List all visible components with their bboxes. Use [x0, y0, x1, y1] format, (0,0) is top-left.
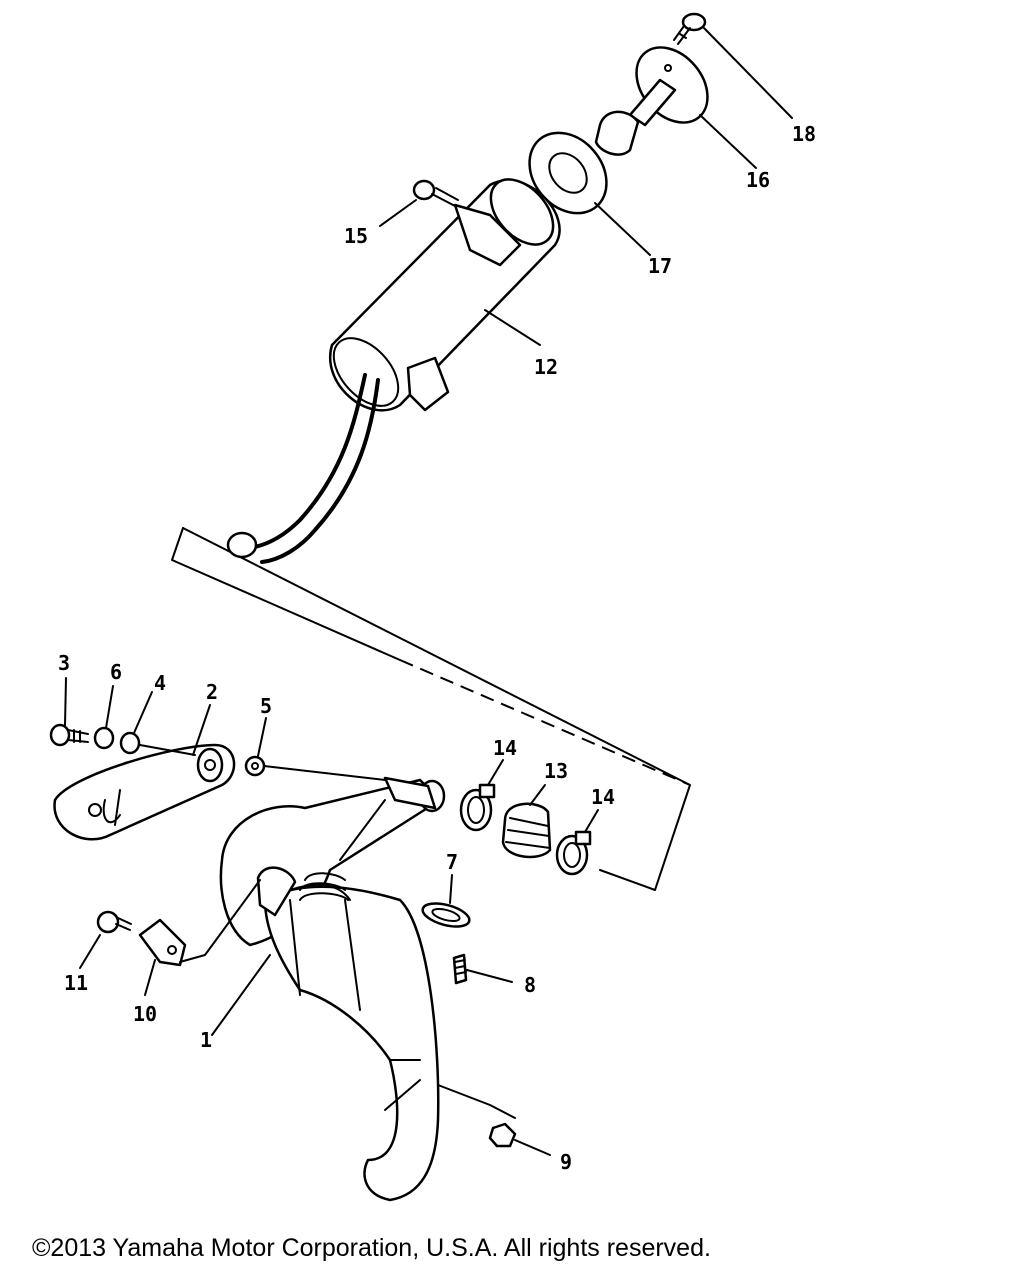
part-5-washer [244, 717, 386, 781]
part-16-end-cap [594, 46, 757, 169]
callout-16: 16 [745, 168, 771, 192]
callout-5: 5 [259, 694, 273, 718]
callout-9: 9 [559, 1150, 573, 1174]
part-14-clamp-left [459, 759, 504, 832]
callout-4: 4 [153, 671, 167, 695]
exhaust-exploded-diagram [49, 12, 793, 1202]
callout-3: 3 [57, 651, 71, 675]
callout-14-left: 14 [492, 736, 518, 760]
part-13-joint [501, 784, 552, 859]
callout-1: 1 [199, 1028, 213, 1052]
part-8-stud [452, 953, 513, 985]
part-15-bolt [379, 179, 459, 227]
part-3-bolt [49, 677, 89, 747]
part-17-gasket [528, 131, 651, 256]
part-10-plate [138, 879, 261, 996]
copyright-notice: ©2013 Yamaha Motor Corporation, U.S.A. A… [32, 1234, 711, 1262]
part-14-clamp-right [555, 809, 599, 876]
part-4-nut [119, 691, 196, 756]
callout-12: 12 [533, 355, 559, 379]
part-9-nut [437, 1084, 551, 1156]
callout-15: 15 [343, 224, 369, 248]
callout-8: 8 [523, 973, 537, 997]
part-11-bolt [79, 910, 132, 969]
callout-14-right: 14 [590, 785, 616, 809]
callout-18: 18 [791, 122, 817, 146]
part-7-ring [421, 874, 471, 928]
assembly-outline [171, 527, 691, 891]
part-18-bolt [673, 12, 793, 119]
callout-17: 17 [647, 254, 673, 278]
callout-11: 11 [63, 971, 89, 995]
part-2-bracket [53, 704, 236, 841]
callout-13: 13 [543, 759, 569, 783]
callout-2: 2 [205, 680, 219, 704]
callout-6: 6 [109, 660, 123, 684]
part-12-muffler [226, 178, 561, 564]
part-1-expansion-chamber [211, 776, 446, 1202]
part-6-washer [93, 685, 115, 750]
callout-7: 7 [445, 850, 459, 874]
callout-10: 10 [132, 1002, 158, 1026]
